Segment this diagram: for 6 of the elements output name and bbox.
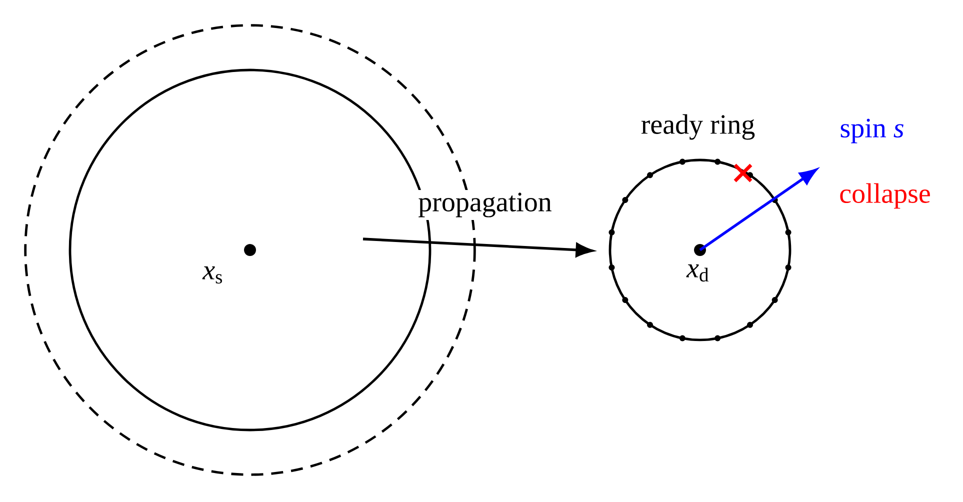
note-label: collapse (840, 183, 930, 209)
ring-heading: ready ring (641, 114, 755, 140)
edge-label: propagation (415, 190, 555, 220)
edge-label: spin s (837, 116, 907, 146)
point-label: x$_{d}$ (686, 264, 709, 282)
point-label: x$_{s}$ (202, 266, 222, 284)
